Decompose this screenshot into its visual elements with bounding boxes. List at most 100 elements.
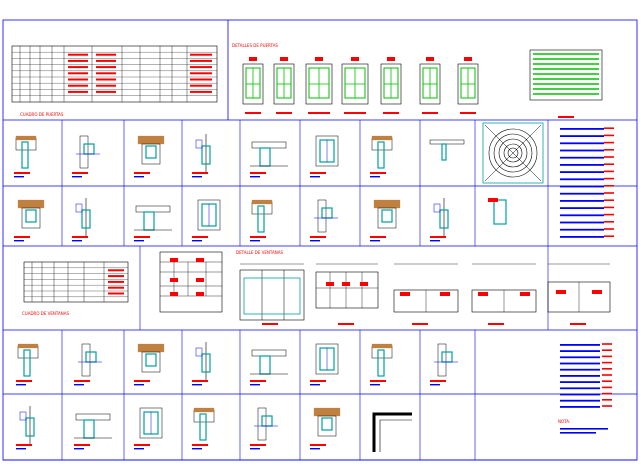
door-detail-profile	[441, 143, 447, 161]
window-detail-caption	[310, 444, 326, 446]
window-detail-caption	[16, 380, 32, 382]
window-detail-hatch	[17, 343, 39, 349]
window-caption	[338, 323, 354, 325]
door-detail-scale	[250, 240, 260, 242]
note-line	[560, 142, 604, 145]
window-detail-scale	[16, 448, 26, 450]
door-detail-caption	[250, 236, 266, 238]
door-detail-profile	[201, 145, 211, 165]
window-detail-frame	[315, 343, 339, 375]
window-detail-scale	[192, 448, 202, 450]
door-elevation	[273, 63, 295, 105]
door-elevation-caption	[422, 112, 438, 114]
window-detail-scale	[134, 384, 144, 386]
window-detail-scale	[310, 448, 320, 450]
note-line	[560, 128, 604, 130]
table-cell-text	[96, 66, 116, 69]
window-marker	[556, 290, 566, 294]
window-detail-profile	[83, 419, 95, 439]
window-detail-hatch	[193, 407, 215, 413]
door-detail-profile	[377, 141, 385, 169]
door-detail-caption	[134, 236, 150, 238]
door-detail-scale	[134, 176, 144, 178]
table-cell-text	[96, 90, 116, 93]
window-detail-scale	[74, 448, 84, 450]
window-detail-profile	[377, 349, 385, 377]
panel-caption	[558, 116, 574, 118]
window-caption	[488, 323, 504, 325]
window-detail-frame	[139, 407, 163, 439]
door-elevation-caption	[344, 112, 366, 114]
door-elevation-marker	[315, 57, 323, 61]
window-detail-scale	[16, 384, 26, 386]
door-detail-profile	[81, 209, 91, 229]
door-detail-profile	[145, 145, 157, 159]
window-detail-profile	[259, 355, 271, 375]
door-detail-sill	[135, 205, 171, 213]
note-line-ref	[604, 149, 614, 151]
window-detail-hatch	[371, 343, 393, 349]
window-elevation	[315, 271, 379, 309]
door-detail-profile	[439, 209, 449, 229]
door-detail-scale	[310, 176, 320, 178]
note-line-ref	[602, 374, 612, 376]
window-detail-scale	[370, 384, 380, 386]
note-line	[560, 362, 600, 365]
note-line	[560, 344, 600, 346]
note-line-ref	[602, 349, 612, 351]
table-cell-text	[68, 78, 88, 81]
note-line	[560, 164, 604, 166]
door-detail-scale	[370, 176, 380, 178]
window-detail-scale	[430, 384, 440, 386]
note-line	[560, 381, 600, 383]
window-detail-hatch	[137, 343, 165, 353]
table-cell-text	[68, 59, 88, 62]
door-detail-frame	[315, 135, 339, 167]
note-line	[560, 399, 600, 402]
note-line	[560, 192, 604, 195]
note-line-ref	[604, 156, 614, 158]
door-detail-profile	[25, 209, 37, 223]
door-elevation-marker	[351, 57, 359, 61]
window-detail-caption	[370, 380, 386, 382]
window-detail-scale	[250, 448, 260, 450]
door-detail-wall	[317, 199, 327, 233]
window-detail-sill	[251, 349, 287, 357]
window-detail-profile	[85, 351, 97, 363]
window-marker	[520, 292, 530, 296]
note-line	[560, 221, 604, 224]
note-line	[560, 178, 604, 181]
window-detail-caption	[192, 380, 208, 382]
window-detail-box	[141, 351, 161, 373]
door-detail-caption	[370, 172, 386, 174]
door-detail-scale	[250, 176, 260, 178]
note-line	[560, 236, 604, 238]
window-detail-profile	[321, 417, 333, 431]
door-detail-caption	[370, 236, 386, 238]
window-detail-profile	[23, 349, 31, 377]
window-detail-profile	[145, 353, 157, 367]
window-detail-caption	[16, 444, 32, 446]
window-detail-caption	[250, 444, 266, 446]
note-line	[560, 432, 596, 434]
door-elevation-caption	[308, 112, 330, 114]
note-line-ref	[602, 399, 612, 401]
note-line-ref	[602, 361, 612, 364]
window-detail-caption	[192, 444, 208, 446]
window-sill-corner	[372, 412, 412, 452]
note-line-ref	[604, 163, 614, 165]
door-detail-sill	[251, 141, 287, 149]
door-detail-profile	[21, 141, 29, 169]
door-elevation	[242, 63, 264, 105]
window-detail-wall	[81, 343, 91, 377]
note-line-ref	[602, 386, 612, 389]
note-line-ref	[604, 228, 614, 230]
note-line-ref	[602, 368, 612, 370]
door-detail-caption	[14, 236, 30, 238]
door-detail-caption	[430, 236, 446, 238]
table-cell-text	[68, 90, 88, 93]
window-detail-scale	[310, 384, 320, 386]
window-detail-scale	[250, 384, 260, 386]
door-detail-profile	[381, 209, 393, 223]
door-detail-block	[195, 139, 203, 149]
